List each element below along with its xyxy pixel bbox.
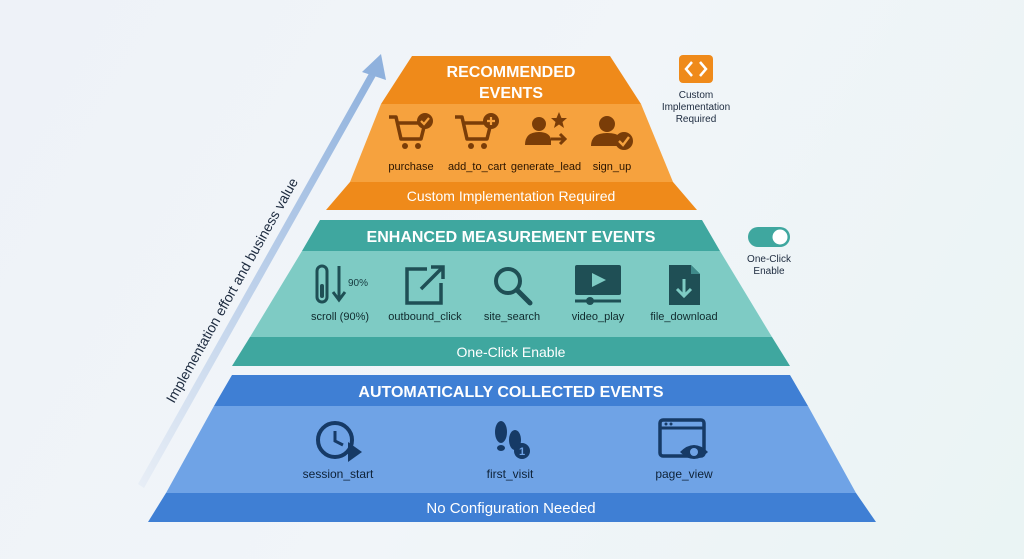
custom-badge-label-line1: Custom: [679, 90, 713, 101]
event-label-session-start: session_start: [303, 467, 374, 481]
event-label-purchase: purchase: [388, 161, 433, 173]
scroll-percent-hint: 90%: [348, 278, 368, 289]
enhanced-footer-band: [232, 337, 790, 366]
recommended-title-line1: RECOMMENDED: [447, 64, 576, 81]
automatic-footer-band: [148, 493, 876, 522]
video-play-icon: [575, 265, 621, 305]
effort-value-arrow: [138, 54, 386, 488]
toggle-badge-label-line2: Enable: [753, 266, 785, 277]
event-label-sign-up: sign_up: [593, 161, 632, 173]
user-check-icon: [591, 116, 633, 150]
cart-check-icon: [389, 113, 433, 149]
tier-recommended: RECOMMENDED EVENTS: [326, 56, 697, 210]
file-download-icon: [669, 265, 700, 305]
automatic-footer: No Configuration Needed: [426, 500, 595, 517]
recommended-footer: Custom Implementation Required: [407, 188, 616, 204]
recommended-title-band: [381, 56, 641, 104]
event-label-add-to-cart: add_to_cart: [448, 161, 506, 173]
scroll-indicator-icon: [315, 264, 347, 304]
external-link-icon: [405, 265, 445, 305]
event-label-outbound-click: outbound_click: [388, 311, 462, 323]
recommended-title-line2: EVENTS: [479, 85, 543, 102]
automatic-title: AUTOMATICALLY COLLECTED EVENTS: [358, 384, 664, 401]
tier-automatic: AUTOMATICALLY COLLECTED EVENTS 1 session…: [148, 375, 876, 522]
svg-text:1: 1: [519, 446, 525, 458]
event-label-site-search: site_search: [484, 311, 540, 323]
footprints-icon: 1: [495, 421, 530, 459]
recommended-footer-band: [326, 182, 697, 210]
user-star-arrow-icon: [525, 112, 568, 146]
event-label-scroll: scroll (90%): [311, 311, 369, 323]
enhanced-title-band: [302, 220, 720, 251]
event-label-generate-lead: generate_lead: [511, 161, 581, 173]
enhanced-footer: One-Click Enable: [457, 344, 566, 360]
event-label-page-view: page_view: [655, 467, 713, 481]
automatic-title-band: [214, 375, 808, 406]
toggle-badge-label-line1: One-Click: [747, 254, 792, 265]
enhanced-title: ENHANCED MEASUREMENT EVENTS: [367, 229, 656, 246]
custom-implementation-badge: Custom Implementation Required: [662, 55, 730, 125]
toggle-switch-icon: [748, 227, 790, 247]
custom-badge-label-line2: Implementation: [662, 102, 730, 113]
tier-enhanced: ENHANCED MEASUREMENT EVENTS 90%: [232, 220, 790, 366]
browser-eye-icon: [658, 418, 708, 459]
event-label-file-download: file_download: [650, 311, 717, 323]
cart-plus-icon: [455, 113, 499, 149]
clock-play-icon: [316, 421, 362, 462]
event-label-first-visit: first_visit: [487, 467, 534, 481]
event-label-video-play: video_play: [572, 311, 625, 323]
custom-badge-label-line3: Required: [676, 114, 717, 125]
magnifier-icon: [494, 267, 533, 306]
code-brackets-icon: [679, 55, 713, 83]
one-click-badge: One-Click Enable: [747, 227, 792, 277]
